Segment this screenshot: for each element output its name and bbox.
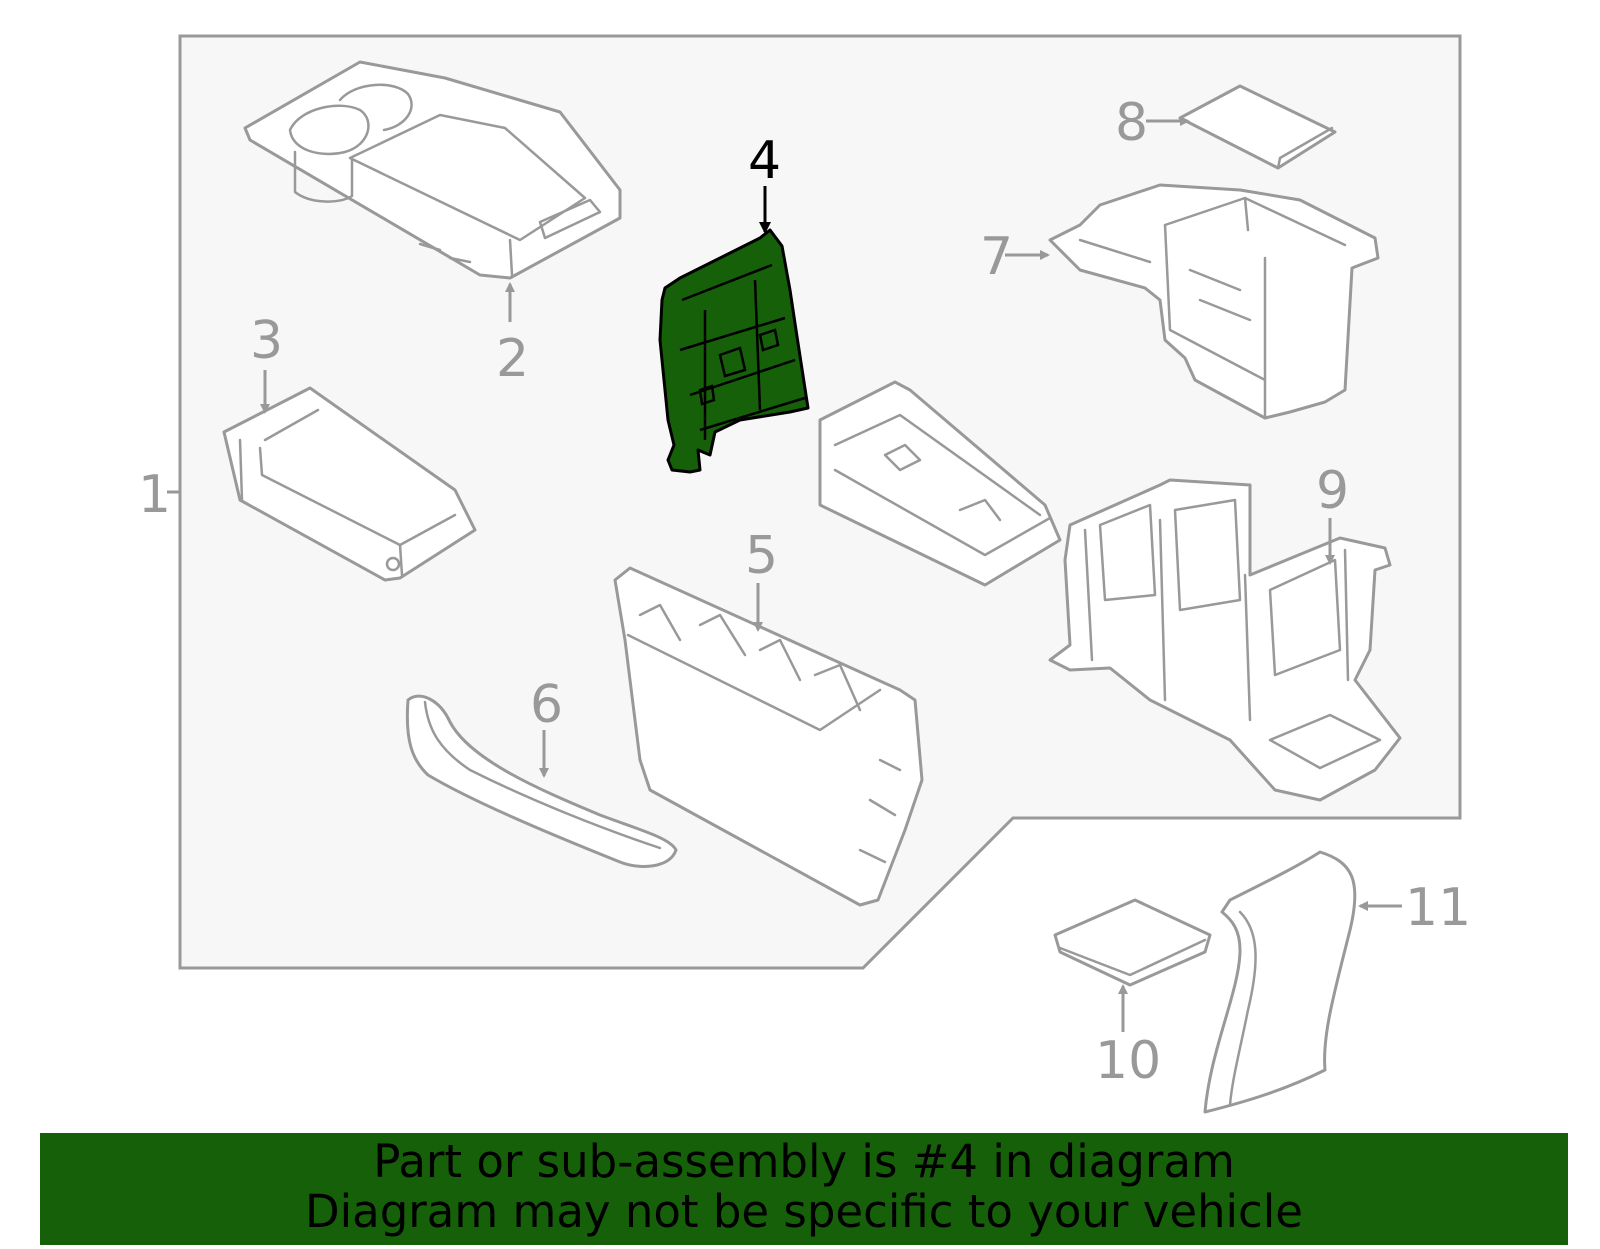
part-10-pad[interactable] <box>1053 898 1212 987</box>
info-banner: Part or sub-assembly is #4 in diagram Di… <box>40 1133 1568 1245</box>
callout-3: 3 <box>250 311 283 371</box>
part-11-armrest[interactable] <box>1203 850 1357 1114</box>
callout-6: 6 <box>530 675 563 735</box>
banner-line-2: Diagram may not be specific to your vehi… <box>305 1185 1303 1238</box>
callout-4: 4 <box>748 131 781 191</box>
banner-line-1: Part or sub-assembly is #4 in diagram <box>373 1135 1235 1188</box>
part-7-bin[interactable] <box>1048 183 1380 420</box>
part-6-side-trim[interactable] <box>405 694 678 868</box>
callout-8: 8 <box>1115 93 1148 153</box>
part-4-bracket-highlighted[interactable] <box>658 228 810 474</box>
part-9-lower-frame[interactable] <box>1048 478 1402 802</box>
part-center-tray-unit <box>818 380 1062 587</box>
callout-7: 7 <box>980 227 1013 287</box>
callout-11: 11 <box>1405 878 1471 938</box>
part-3-tray[interactable] <box>222 386 477 582</box>
part-2-console-top[interactable] <box>243 60 622 280</box>
part-8-lid[interactable] <box>1178 84 1337 170</box>
part-5-front-panel[interactable] <box>613 566 924 907</box>
callout-10: 10 <box>1095 1031 1161 1091</box>
callout-1: 1 <box>138 465 171 525</box>
callout-9: 9 <box>1316 461 1349 521</box>
callout-2: 2 <box>496 329 529 389</box>
callout-5: 5 <box>745 526 778 586</box>
